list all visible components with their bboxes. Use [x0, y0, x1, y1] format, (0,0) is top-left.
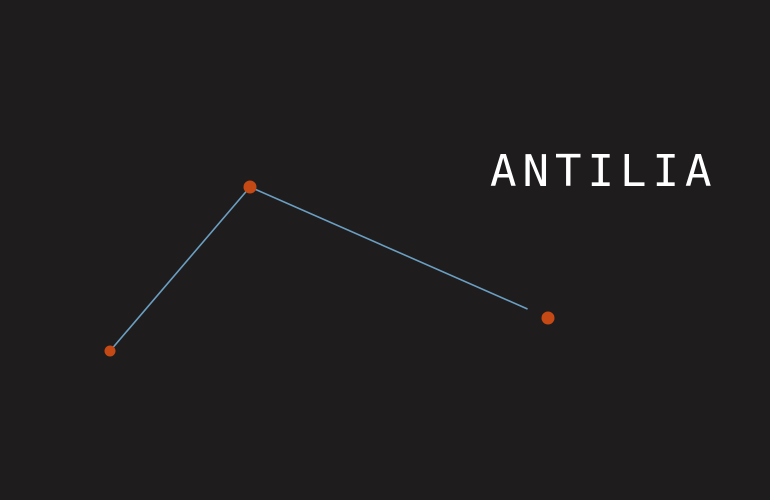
constellation-line-1	[109, 186, 251, 352]
constellation-lines	[109, 186, 528, 352]
star-2	[243, 180, 257, 194]
constellation-stars	[104, 180, 555, 357]
star-3	[541, 311, 555, 325]
constellation-line-2	[249, 186, 528, 310]
constellation-name: ANTILIA	[490, 146, 718, 197]
star-1	[104, 345, 116, 357]
